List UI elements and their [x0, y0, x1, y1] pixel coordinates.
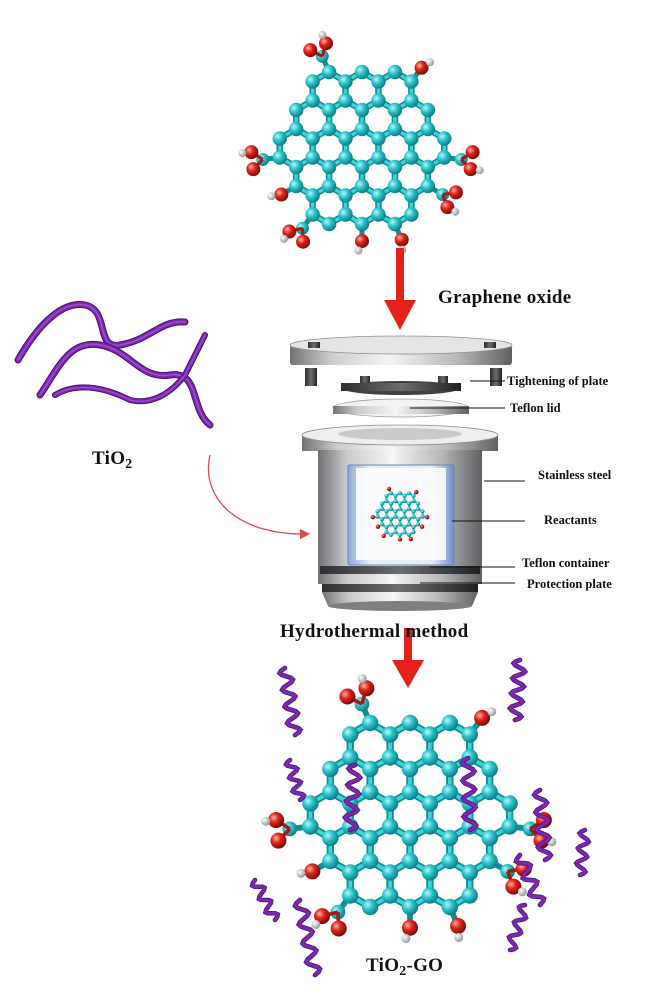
part-label-tightening-plate: Tightening of plate — [507, 374, 609, 388]
hydrothermal-autoclave — [289, 335, 525, 611]
part-label-protection-plate: Protection plate — [527, 577, 612, 591]
part-label-teflon-container: Teflon container — [522, 556, 610, 570]
part-label-reactants: Reactants — [544, 513, 597, 527]
hydrothermal-method-label: Hydrothermal method — [280, 621, 469, 642]
tio2-ribbons-on-go — [249, 657, 592, 978]
tio2-to-autoclave-arrow — [207, 454, 311, 540]
reactants-molecule — [370, 486, 430, 542]
part-label-teflon-lid: Teflon lid — [510, 401, 561, 415]
part-leader-lines — [410, 380, 525, 584]
tio2-label: TiO2 — [92, 448, 133, 472]
tio2-go-label: TiO2-GO — [366, 955, 444, 979]
part-label-stainless-steel: Stainless steel — [538, 468, 612, 482]
process-arrow-down-bottom — [392, 628, 424, 688]
tio2-nanostructure — [14, 301, 214, 429]
tio2-go-molecule — [261, 674, 557, 943]
graphene-oxide-label: Graphene oxide — [438, 287, 572, 308]
process-arrow-down-top — [384, 248, 416, 330]
graphene-oxide-molecule — [238, 30, 484, 255]
protection-plate — [322, 584, 478, 592]
